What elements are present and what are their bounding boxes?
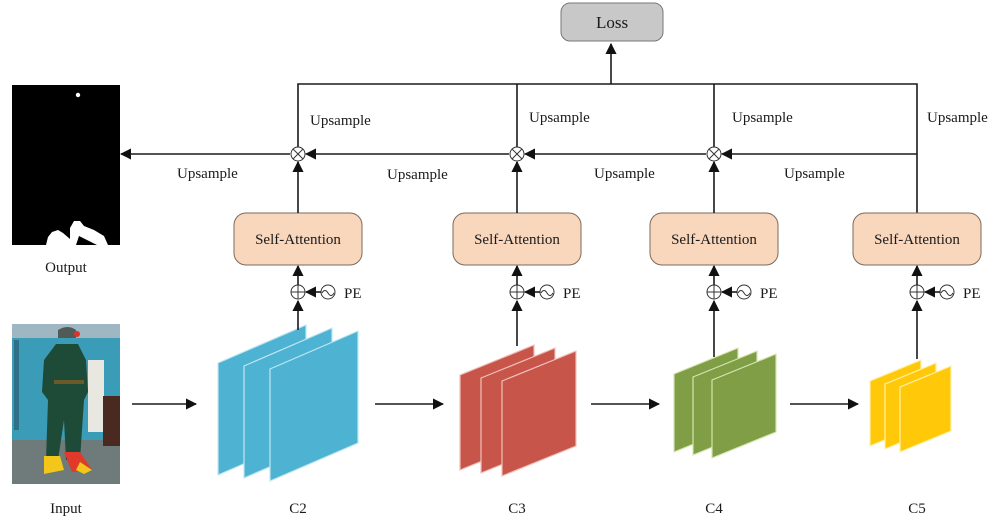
feature-map-stack-c5 [869, 359, 952, 453]
upsample-label-mid-c3: Upsample [387, 167, 448, 183]
upsample-label-mid-c5: Upsample [784, 166, 845, 182]
feature-map-sheet [899, 365, 952, 453]
multiply-icon [509, 146, 525, 162]
input-image [12, 324, 120, 484]
positional-encoding-icon [939, 284, 955, 300]
pe-label: PE [963, 286, 981, 302]
self-attention-label: Self-Attention [255, 232, 341, 248]
output-mask-image [12, 85, 120, 245]
self-attention-label: Self-Attention [874, 232, 960, 248]
self-attention-block-c2: Self-Attention [233, 212, 363, 266]
upsample-label-top-c3: Upsample [529, 110, 590, 126]
positional-encoding-icon [320, 284, 336, 300]
add-icon [509, 284, 525, 300]
self-attention-block-c5: Self-Attention [852, 212, 982, 266]
stage-label-c5: C5 [908, 501, 926, 517]
loss-bus-line [297, 83, 918, 213]
feature-map-stack-c4 [673, 347, 777, 459]
stage-c3: C3 PE Self-Attention [452, 146, 661, 517]
multiply-icon [706, 146, 722, 162]
stage-label-c2: C2 [289, 501, 307, 517]
upsample-label-top-c4: Upsample [732, 110, 793, 126]
stage-label-c4: C4 [705, 501, 723, 517]
upsample-label-mid-c4: Upsample [594, 166, 655, 182]
pe-label: PE [344, 286, 362, 302]
stage-c5: C5 PE Self-Attention [852, 212, 982, 517]
feature-map-sheet [269, 330, 359, 482]
upsample-label-mid-output: Upsample [177, 166, 238, 182]
pe-label: PE [563, 286, 581, 302]
stage-c4: C4 PE Self-Attention [649, 146, 860, 517]
feature-map-sheet [711, 353, 777, 459]
positional-encoding-icon [539, 284, 555, 300]
self-attention-label: Self-Attention [671, 232, 757, 248]
loss-node: Loss [560, 2, 664, 42]
multiply-icon [290, 146, 306, 162]
input-label: Input [50, 501, 82, 517]
positional-encoding-icon [736, 284, 752, 300]
self-attention-block-c4: Self-Attention [649, 212, 779, 266]
stage-c2: C2 PE Self-Attention [217, 146, 445, 517]
feature-map-stack-c2 [217, 324, 359, 482]
feature-map-sheet [501, 350, 577, 477]
self-attention-label: Self-Attention [474, 232, 560, 248]
add-icon [909, 284, 925, 300]
add-icon [706, 284, 722, 300]
pe-label: PE [760, 286, 778, 302]
loss-label: Loss [596, 13, 628, 32]
add-icon [290, 284, 306, 300]
self-attention-block-c3: Self-Attention [452, 212, 582, 266]
feature-map-stack-c3 [459, 344, 577, 477]
stage-label-c3: C3 [508, 501, 526, 517]
upsample-label-top-c2: Upsample [310, 113, 371, 129]
output-label: Output [45, 260, 88, 276]
upsample-label-top-c5: Upsample [927, 110, 988, 126]
